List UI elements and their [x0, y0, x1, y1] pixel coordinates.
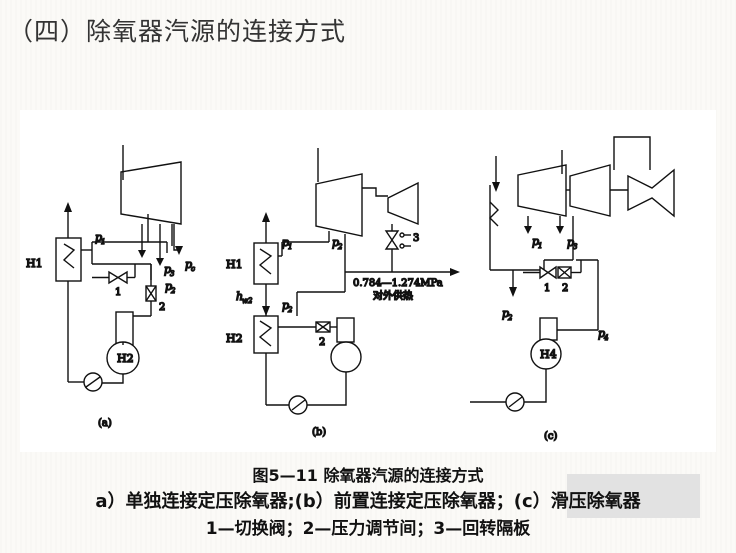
sub-p2-c: 2 — [507, 314, 513, 322]
heater-h2-b — [253, 315, 279, 354]
panel-label-a: (a) — [98, 418, 112, 429]
label-p3-c: p — [567, 236, 574, 249]
sub-p1-a: 1 — [101, 238, 105, 246]
turbine-c-lp — [627, 168, 675, 218]
label-p1-a: p — [95, 231, 102, 244]
label-p1-b: p — [282, 236, 289, 249]
label-h2-b: H2 — [226, 332, 243, 345]
turbine-b-lp — [387, 181, 419, 226]
label-valve-2-a: 2 — [159, 302, 165, 313]
sub-p1-c: 1 — [538, 242, 542, 250]
label-supply-range: 0.784—1.274MPa — [353, 278, 443, 289]
label-valve-2-b: 2 — [319, 337, 325, 348]
figure-caption-title: 图5—11 除氧器汽源的连接方式 — [252, 466, 484, 485]
label-p2-b: p — [332, 236, 339, 249]
panel-label-b: (b) — [312, 427, 326, 438]
label-p4-c: p — [598, 327, 605, 340]
heater-h1-b — [253, 242, 279, 285]
panel-label-c: (c) — [544, 431, 558, 442]
sub-hw2-b: w2 — [242, 297, 253, 305]
deaerator-h4-c — [539, 317, 558, 341]
deaerator-diagram: H1 H2 p 1 p 3 p 2 p c 1 2 (a) — [25, 136, 675, 443]
figure-caption-legend: 1—切换阀；2—压力调节间；3—回转隔板 — [205, 519, 531, 539]
label-p2-a: p — [165, 280, 172, 293]
sub-p4-c: 4 — [603, 334, 608, 342]
deaerator-b — [336, 317, 355, 343]
label-p2-c: p — [502, 307, 509, 320]
label-pc-a: p — [185, 258, 192, 271]
turbine-b-hp — [315, 173, 363, 237]
label-p1-c: p — [532, 235, 539, 248]
panel-b: H1 H2 p 1 p 2 p 2 h w2 2 3 0.784—1.274MP… — [225, 148, 460, 439]
label-h1-a: H1 — [26, 257, 43, 270]
label-valve-3-b: 3 — [413, 233, 419, 244]
sub-pc-a: c — [191, 265, 195, 273]
valve-3-b — [384, 230, 400, 242]
label-supply-note: 对外供热 — [373, 289, 413, 302]
label-h4-c: H4 — [540, 348, 557, 361]
sub-p2-a: 2 — [170, 287, 176, 295]
turbine-c-hp — [517, 164, 567, 217]
label-h2-a: H2 — [117, 352, 134, 365]
sub-p2b-b: 2 — [287, 306, 293, 314]
slide-title: （四）除氧器汽源的连接方式 — [8, 17, 347, 46]
panel-c: H4 p 1 p 3 p 2 p 4 1 2 (c) — [470, 136, 675, 443]
turbine-c-ip — [569, 164, 611, 217]
label-p2b-b: p — [282, 299, 289, 312]
label-p3-a: p — [164, 263, 171, 276]
sub-p1-b: 1 — [288, 243, 292, 251]
turbine-a — [120, 161, 182, 225]
sub-p3-c: 3 — [573, 243, 578, 251]
deaerator-h2-a — [115, 311, 134, 346]
figure-caption-schemes: a）单独连接定压除氧器;(b）前置连接定压除氧器；(c）滑压除氧器 — [95, 491, 641, 512]
sub-p2-b: 2 — [337, 243, 343, 251]
valve-1-a — [108, 270, 120, 285]
caption-highlight — [567, 474, 700, 518]
label-valve-1-c: 1 — [544, 283, 550, 294]
label-h1-b: H1 — [226, 258, 243, 271]
label-valve-1-a: 1 — [115, 287, 121, 298]
sub-p3-a: 3 — [170, 270, 175, 278]
figure-panel: H1 H2 p 1 p 3 p 2 p c 1 2 (a) — [20, 110, 716, 452]
panel-a: H1 H2 p 1 p 3 p 2 p c 1 2 (a) — [25, 145, 196, 430]
tank-b — [330, 341, 362, 373]
heater-h1-a — [55, 237, 82, 282]
label-valve-2-c: 2 — [562, 283, 568, 294]
label-hw2-b: h — [236, 290, 243, 303]
